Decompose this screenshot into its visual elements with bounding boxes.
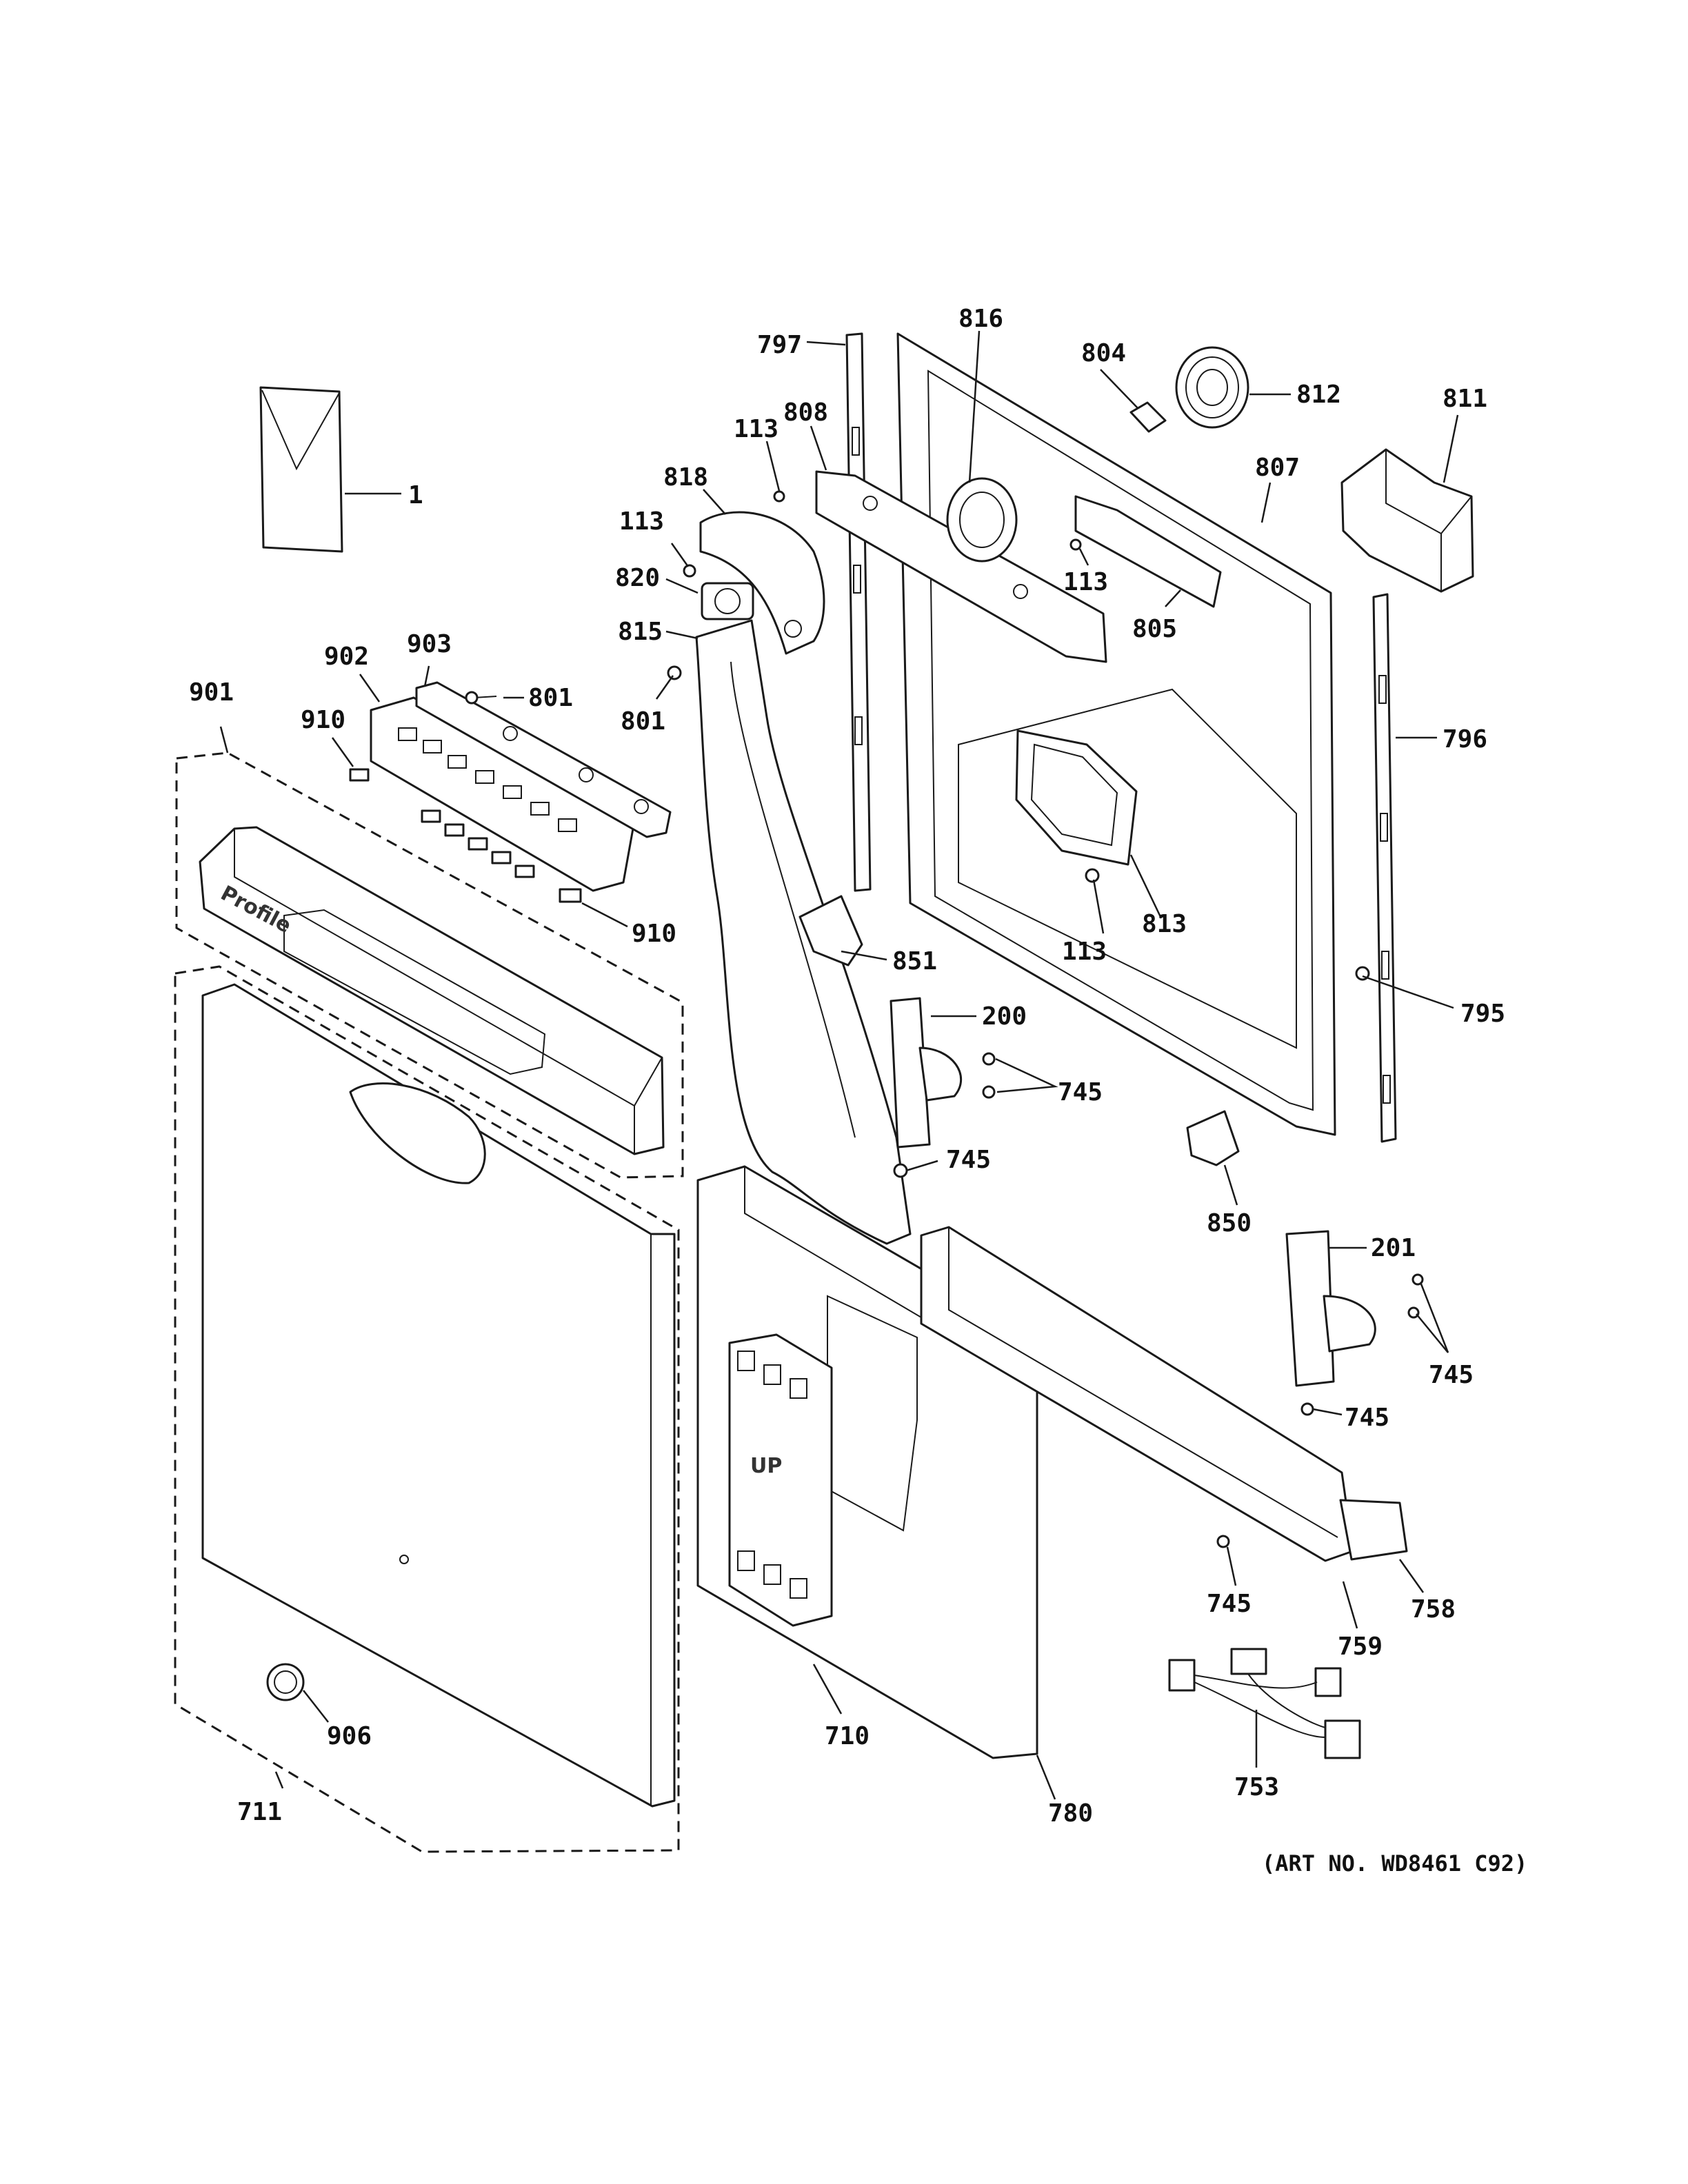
part-758-block: [1339, 1499, 1408, 1561]
part-811-dispenser: [1340, 448, 1474, 593]
callout-745-c: 745: [1429, 1361, 1474, 1389]
callout-805: 805: [1132, 615, 1177, 643]
part-850-clip: [1186, 1110, 1240, 1166]
callout-711: 711: [237, 1798, 282, 1826]
callout-801-b: 801: [621, 707, 665, 736]
part-200-hinge: [890, 997, 963, 1149]
part-805-latch-plate: [1074, 495, 1222, 608]
part-906-badge: [266, 1663, 305, 1701]
callout-1: 1: [408, 481, 423, 509]
callout-745-d: 745: [1345, 1404, 1389, 1432]
part-851-strike: [798, 895, 863, 967]
embossed-up: UP: [750, 1454, 782, 1478]
part-820-fan: [701, 582, 754, 620]
callout-807: 807: [1255, 454, 1300, 482]
part-outer-door-panel: [201, 983, 676, 1808]
part-201-hinge: [1285, 1230, 1376, 1387]
callout-201: 201: [1371, 1234, 1416, 1262]
part-808-bracket: [815, 470, 1107, 663]
part-1-envelope: [259, 386, 343, 553]
callout-113-b: 113: [619, 507, 664, 536]
callout-758: 758: [1411, 1595, 1456, 1624]
part-710-foam: UP: [728, 1333, 833, 1627]
callout-906: 906: [327, 1722, 372, 1750]
callout-813: 813: [1142, 910, 1187, 938]
part-815-duct: [695, 619, 912, 1245]
callout-812: 812: [1296, 381, 1341, 409]
part-804-tab: [1129, 401, 1167, 433]
callout-820: 820: [615, 564, 660, 592]
callout-850: 850: [1207, 1209, 1252, 1237]
leader-lines: [219, 330, 1459, 1800]
callout-200: 200: [982, 1002, 1027, 1031]
callout-804: 804: [1081, 339, 1126, 367]
callout-759: 759: [1338, 1632, 1383, 1661]
part-902-control-board: [370, 696, 634, 892]
part-screws-small: [683, 490, 1370, 981]
callout-808: 808: [783, 398, 828, 427]
part-745-screws: [893, 1052, 1424, 1548]
callout-795: 795: [1460, 1000, 1505, 1028]
callout-815: 815: [618, 618, 663, 646]
callout-903: 903: [407, 630, 452, 658]
callout-901: 901: [189, 678, 234, 707]
callout-745-a: 745: [1058, 1078, 1103, 1106]
callout-796: 796: [1443, 725, 1487, 754]
part-801-screw: [465, 665, 682, 705]
part-813-dispenser-seal: [1015, 729, 1138, 866]
callout-801-a: 801: [528, 684, 573, 712]
callout-818: 818: [663, 463, 708, 492]
part-910-buttons: [349, 768, 582, 903]
part-797-trim-strip: [845, 332, 872, 892]
art-number: (ART NO. WD8461 C92): [1262, 1850, 1527, 1877]
callout-811: 811: [1443, 385, 1487, 413]
callout-113-a: 113: [734, 415, 778, 443]
group-711-outline: [174, 965, 680, 1853]
callout-902: 902: [324, 643, 369, 671]
callout-910-a: 910: [301, 706, 345, 734]
callout-910-b: 910: [632, 920, 676, 948]
callout-113-d: 113: [1062, 938, 1107, 966]
callout-851: 851: [892, 947, 937, 975]
part-903-board: [415, 681, 672, 838]
callouts: 1 797 816 804 812 811 113 808 818 807 11…: [189, 305, 1505, 1828]
group-901-outline: [175, 751, 684, 1179]
callout-745-e: 745: [1207, 1590, 1252, 1618]
callout-780: 780: [1048, 1799, 1093, 1828]
callout-753: 753: [1234, 1773, 1279, 1801]
part-818-fan-cover: [699, 511, 825, 655]
callout-113-c: 113: [1063, 568, 1108, 596]
part-753-harness: [1168, 1648, 1361, 1759]
callout-797: 797: [757, 331, 802, 359]
callout-745-b: 745: [946, 1146, 991, 1174]
callout-710: 710: [825, 1722, 870, 1750]
part-812-cap: [1175, 346, 1249, 429]
callout-816: 816: [958, 305, 1003, 333]
part-816-vent: [946, 477, 1018, 563]
part-796-trim-strip: [1372, 593, 1397, 1143]
